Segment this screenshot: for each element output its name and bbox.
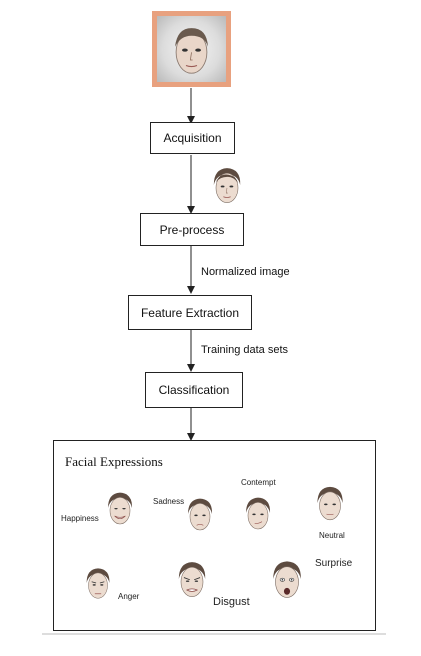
contempt-face-icon xyxy=(246,497,271,530)
label-happiness: Happiness xyxy=(61,514,99,523)
edge-label-training: Training data sets xyxy=(201,344,289,356)
anger-face-icon xyxy=(86,568,110,599)
label-disgust: Disgust xyxy=(213,596,250,608)
happiness-face-icon xyxy=(108,492,133,525)
acquired-face-icon xyxy=(213,168,241,203)
edge-label-normalized: Normalized image xyxy=(201,266,290,278)
disgust-face-icon xyxy=(178,562,206,597)
panel-title: Facial Expressions xyxy=(65,454,163,469)
step-acquisition-label: Acquisition xyxy=(163,131,222,145)
input-image xyxy=(157,16,226,82)
label-surprise: Surprise xyxy=(315,558,353,569)
face-photo-icon xyxy=(175,28,208,74)
neutral-face-icon xyxy=(317,486,343,521)
label-sadness: Sadness xyxy=(153,497,185,506)
step-classification-label: Classification xyxy=(158,383,230,397)
sadness-face-icon xyxy=(188,498,213,531)
step-feature-extraction-label: Feature Extraction xyxy=(140,305,240,320)
step-preprocess-label: Pre-process xyxy=(159,222,225,237)
label-anger: Anger xyxy=(118,592,140,601)
facial-expressions-panel xyxy=(53,440,376,631)
step-acquisition: Acquisition xyxy=(150,122,235,154)
step-classification: Classification xyxy=(145,372,243,408)
label-neutral: Neutral xyxy=(319,531,345,540)
step-feature-extraction: Feature Extraction xyxy=(128,295,252,330)
label-contempt: Contempt xyxy=(241,478,276,487)
input-image-frame xyxy=(152,11,231,87)
surprise-face-icon xyxy=(273,561,301,598)
step-preprocess: Pre-process xyxy=(140,213,244,246)
